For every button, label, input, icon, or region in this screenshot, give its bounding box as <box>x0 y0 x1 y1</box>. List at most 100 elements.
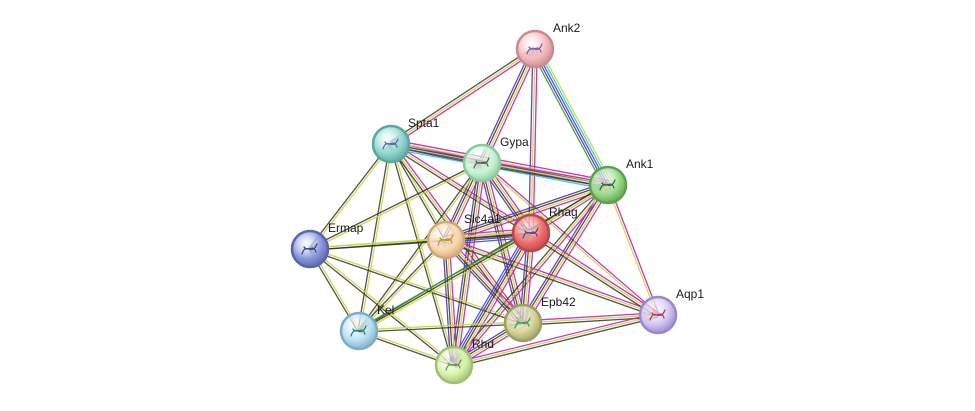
edge-line-olive <box>359 240 448 333</box>
edge-ank2-gypa[interactable] <box>478 47 539 165</box>
protein-structure-icon <box>437 234 454 246</box>
edge-line-magenta <box>525 186 612 326</box>
edge-slc4a1-kel[interactable] <box>357 238 448 333</box>
edge-ank2-spta1[interactable] <box>389 46 537 147</box>
edge-line-olive <box>455 233 534 367</box>
edge-ank1-aqp1[interactable] <box>606 184 660 316</box>
edge-ank2-ank1[interactable] <box>530 46 613 188</box>
edge-line-olive <box>309 231 531 249</box>
edge-line-magenta <box>608 184 660 315</box>
edge-line-black <box>357 143 391 331</box>
protein-structure-icon <box>522 227 539 239</box>
node-label-epb42: Epb42 <box>541 295 576 309</box>
node-label-ank1: Ank1 <box>626 157 654 171</box>
edge-line-black <box>310 233 532 251</box>
edge-rhag-aqp1[interactable] <box>529 230 660 318</box>
edge-kel-epb42[interactable] <box>358 321 524 333</box>
edge-line-olive <box>482 49 537 164</box>
edge-line-olive <box>481 162 609 186</box>
edge-gypa-ermap[interactable] <box>309 161 483 251</box>
edge-slc4a1-rhd[interactable] <box>442 239 458 366</box>
edge-rhd-aqp1[interactable] <box>453 312 659 368</box>
edge-ermap-epb42[interactable] <box>309 247 524 325</box>
edge-ermap-rhag[interactable] <box>309 231 532 251</box>
node-ank2[interactable]: Ank2 <box>515 21 581 69</box>
edge-line-magenta <box>522 312 658 322</box>
edge-rhag-rhd[interactable] <box>449 230 536 368</box>
edge-slc4a1-aqp1[interactable] <box>445 237 659 318</box>
edge-ank1-slc4a1[interactable] <box>444 181 610 244</box>
protein-structure-icon <box>649 309 666 321</box>
edge-line-olive <box>358 321 523 331</box>
node-kel[interactable]: Kel <box>339 303 394 351</box>
protein-structure-icon <box>382 138 399 150</box>
edge-line-olive <box>606 185 658 316</box>
edge-line-cyan <box>536 47 611 185</box>
node-label-gypa: Gypa <box>500 135 529 149</box>
edge-line-black <box>521 184 608 323</box>
edge-line-magenta <box>457 234 536 368</box>
edge-line-purple <box>442 240 452 366</box>
protein-structure-icon <box>526 43 543 55</box>
edge-rhag-kel[interactable] <box>357 230 533 334</box>
node-rhd[interactable]: Rhd <box>434 337 494 385</box>
edge-line-olive <box>482 162 525 323</box>
edge-line-black <box>308 142 391 249</box>
edge-line-green <box>357 230 531 330</box>
protein-structure-icon <box>514 317 531 329</box>
edge-line-black <box>309 161 482 249</box>
node-spta1[interactable]: Spta1 <box>371 116 440 164</box>
edge-spta1-ermap[interactable] <box>308 142 393 251</box>
edge-line-olive <box>310 247 456 365</box>
node-label-slc4a1: Slc4a1 <box>464 212 501 226</box>
node-label-ermap: Ermap <box>328 221 364 235</box>
edge-gypa-ank1[interactable] <box>481 160 609 188</box>
edges-layer <box>308 46 660 369</box>
edge-line-olive <box>310 144 393 251</box>
edge-line-olive <box>359 144 393 332</box>
edge-line-olive <box>530 232 659 316</box>
edge-line-olive <box>522 314 659 324</box>
node-epb42[interactable]: Epb42 <box>503 295 576 343</box>
edge-line-olive <box>390 48 536 145</box>
edge-line-purple <box>532 49 607 187</box>
node-gypa[interactable]: Gypa <box>462 135 529 183</box>
edge-line-purple <box>444 181 608 238</box>
edge-ank1-epb42[interactable] <box>519 182 612 326</box>
edge-line-magenta <box>484 50 539 165</box>
protein-structure-icon <box>599 179 616 191</box>
edge-ermap-rhd[interactable] <box>308 247 456 367</box>
edge-line-black <box>308 249 454 367</box>
edge-line-black <box>529 234 658 318</box>
edge-line-magenta <box>531 230 660 314</box>
edge-line-olive <box>310 247 524 323</box>
edge-line-magenta <box>448 239 458 365</box>
node-slc4a1[interactable]: Slc4a1 <box>426 212 501 260</box>
protein-structure-icon <box>301 243 318 255</box>
edge-line-magenta <box>482 160 609 184</box>
node-aqp1[interactable]: Aqp1 <box>638 287 704 335</box>
edge-line-blue <box>449 230 528 364</box>
node-ank1[interactable]: Ank1 <box>588 157 654 205</box>
protein-structure-icon <box>445 359 462 371</box>
edge-line-purple <box>478 163 521 324</box>
edge-epb42-aqp1[interactable] <box>522 312 659 326</box>
edge-line-olive <box>530 48 536 234</box>
edge-spta1-kel[interactable] <box>357 143 393 332</box>
node-ermap[interactable]: Ermap <box>290 221 364 269</box>
edge-line-olive <box>523 185 610 324</box>
edge-line-olive <box>446 239 456 365</box>
edge-line-black <box>389 46 535 143</box>
node-label-rhd: Rhd <box>472 337 494 351</box>
node-label-kel: Kel <box>377 303 394 317</box>
node-rhag[interactable]: Rhag <box>511 205 578 253</box>
edge-line-olive <box>453 314 659 366</box>
edge-line-black <box>357 238 446 331</box>
edge-line-magenta <box>484 162 527 323</box>
edge-line-purple <box>519 182 606 322</box>
edge-line-blue <box>534 48 609 186</box>
node-label-rhag: Rhag <box>549 205 578 219</box>
protein-structure-icon <box>473 157 490 169</box>
edge-line-magenta <box>391 50 537 147</box>
